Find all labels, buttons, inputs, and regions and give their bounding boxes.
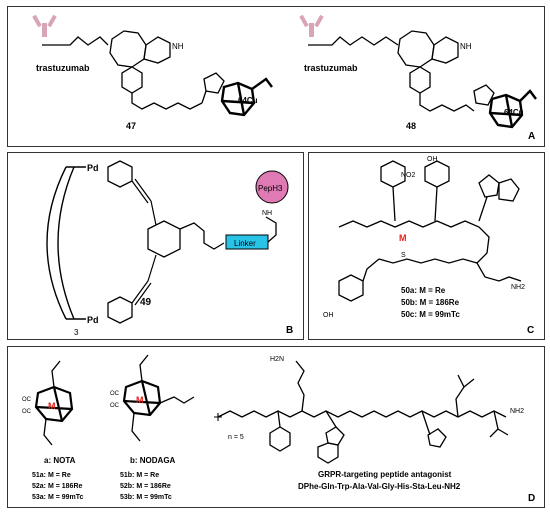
metal-label-nodaga: M bbox=[136, 395, 144, 405]
peptide-title: GRPR-targeting peptide antagonist bbox=[318, 470, 452, 479]
legend-51a: 51a: M = Re bbox=[32, 472, 71, 479]
pyridine-ring bbox=[107, 160, 133, 188]
oh-label-2: OH bbox=[323, 312, 334, 319]
legend-52a: 52a: M = 186Re bbox=[32, 483, 82, 490]
legend-52b: 52b: M = 186Re bbox=[120, 483, 171, 490]
legend-53b: 53b: M = 99mTc bbox=[120, 494, 172, 501]
peptide-circle bbox=[255, 170, 289, 204]
panel-d: M OC OC a: NOTA 51a: M = Re 52a: M = 186… bbox=[7, 346, 545, 508]
cage-icon bbox=[488, 89, 537, 129]
metal-label-nota: M bbox=[48, 401, 56, 411]
antibody-label-2: trastuzumab bbox=[304, 63, 358, 73]
oh-label: OH bbox=[427, 156, 438, 163]
peptide-label: PepH3 bbox=[258, 184, 283, 193]
oc-label-2: OC bbox=[22, 409, 32, 415]
panel-a-drawing: trastuzumab 64Cu NH 47 trastuzumab 64Cu … bbox=[32, 14, 537, 142]
nh-label-2: NH bbox=[460, 42, 472, 51]
trp-ring bbox=[325, 426, 345, 446]
nodaga-label: b: NODAGA bbox=[130, 456, 176, 465]
linker-label: Linker bbox=[234, 239, 256, 248]
pd-bottom-label: Pd bbox=[87, 315, 99, 325]
copper-label: 64Cu bbox=[238, 96, 258, 105]
oc-label-4: OC bbox=[110, 403, 120, 409]
compound-47-label: 47 bbox=[126, 121, 136, 131]
panel-b: Pd Pd 3 Linker PepH3 NH 49 B bbox=[7, 152, 304, 340]
legend-50a: 50a: M = Re bbox=[401, 286, 446, 295]
tyrosine-ring bbox=[424, 160, 450, 188]
panel-a: trastuzumab 64Cu NH 47 trastuzumab 64Cu … bbox=[7, 6, 545, 147]
sulfur-label: S bbox=[401, 252, 406, 259]
compound-49-label: 49 bbox=[140, 297, 152, 308]
macrocycle-arc bbox=[46, 166, 67, 320]
panel-c: OH NO2 M S NH2 OH 50a: M = Re 50b: M = 1… bbox=[308, 152, 545, 340]
indole-ring bbox=[478, 174, 500, 198]
nh2-label: NH2 bbox=[510, 408, 524, 415]
pd-top-label: Pd bbox=[87, 163, 99, 173]
nota-label: a: NOTA bbox=[44, 456, 76, 465]
his-ring bbox=[427, 428, 447, 448]
oc-label-3: OC bbox=[110, 391, 120, 397]
legend-51b: 51b: M = Re bbox=[120, 472, 159, 479]
antibody-icon bbox=[299, 14, 324, 37]
panel-c-letter: C bbox=[527, 325, 534, 336]
antibody-label: trastuzumab bbox=[36, 63, 90, 73]
copper-label-2: 64Cu bbox=[504, 108, 524, 117]
nitrophenyl-ring bbox=[380, 160, 406, 188]
peptide-sequence: DPhe-Gln-Trp-Ala-Val-Gly-His-Sta-Leu-NH2 bbox=[298, 482, 461, 491]
antibody-icon bbox=[32, 14, 57, 37]
legend-50c: 50c: M = 99mTc bbox=[401, 310, 460, 319]
n-eq-label: n = 5 bbox=[228, 434, 244, 441]
benzene-ring bbox=[147, 220, 181, 258]
phe-ring bbox=[269, 426, 291, 452]
panel-b-drawing: Pd Pd 3 Linker PepH3 NH 49 B bbox=[46, 160, 293, 337]
nh2-label: NH2 bbox=[511, 284, 525, 291]
no2-label: NO2 bbox=[401, 172, 416, 179]
compound-48-label: 48 bbox=[406, 121, 416, 131]
panel-d-drawing: M OC OC a: NOTA 51a: M = Re 52a: M = 186… bbox=[22, 354, 535, 504]
metal-label: M bbox=[399, 233, 407, 243]
nota-cage-icon bbox=[34, 385, 74, 423]
cage-icon bbox=[220, 77, 273, 117]
repeat-subscript: 3 bbox=[74, 328, 79, 337]
oc-label: OC bbox=[22, 397, 32, 403]
legend-53a: 53a: M = 99mTc bbox=[32, 494, 84, 501]
nh-label: NH bbox=[172, 42, 184, 51]
panel-c-drawing: OH NO2 M S NH2 OH 50a: M = Re 50b: M = 1… bbox=[323, 156, 534, 336]
peptide-chain bbox=[217, 410, 507, 418]
h2n-label: H2N bbox=[270, 356, 284, 363]
panel-d-letter: D bbox=[528, 493, 535, 504]
nh-label: NH bbox=[262, 210, 272, 217]
panel-b-letter: B bbox=[286, 325, 293, 336]
legend-50b: 50b: M = 186Re bbox=[401, 298, 460, 307]
panel-a-letter: A bbox=[528, 131, 535, 142]
nodaga-cage-icon bbox=[122, 379, 162, 417]
peptide-backbone bbox=[338, 220, 490, 264]
